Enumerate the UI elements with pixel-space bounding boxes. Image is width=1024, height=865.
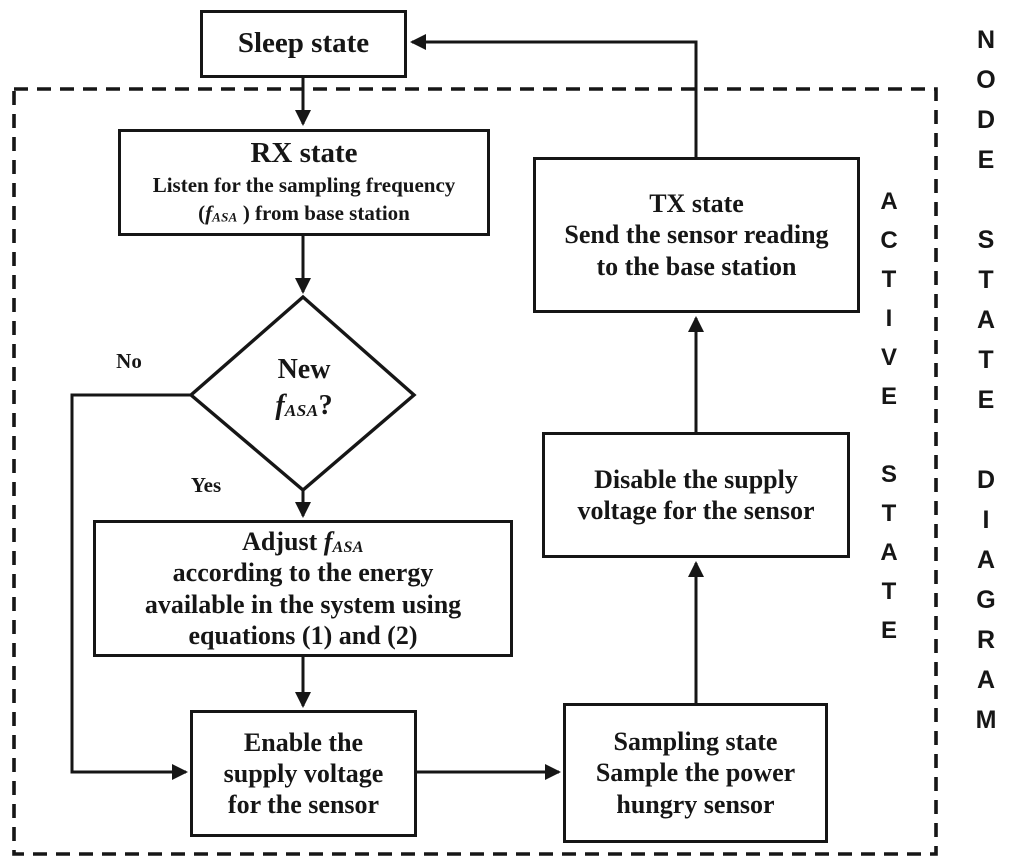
decision-diamond-shape (188, 294, 417, 493)
edge-label-no: No (116, 349, 142, 373)
edge-decision-no-to-enable (70, 393, 191, 780)
edge-tx-to-sleep (410, 34, 698, 157)
node-sleep-state: Sleep state (200, 10, 407, 78)
active-state-boundary (12, 87, 938, 856)
edge-label-yes: Yes (190, 473, 222, 497)
